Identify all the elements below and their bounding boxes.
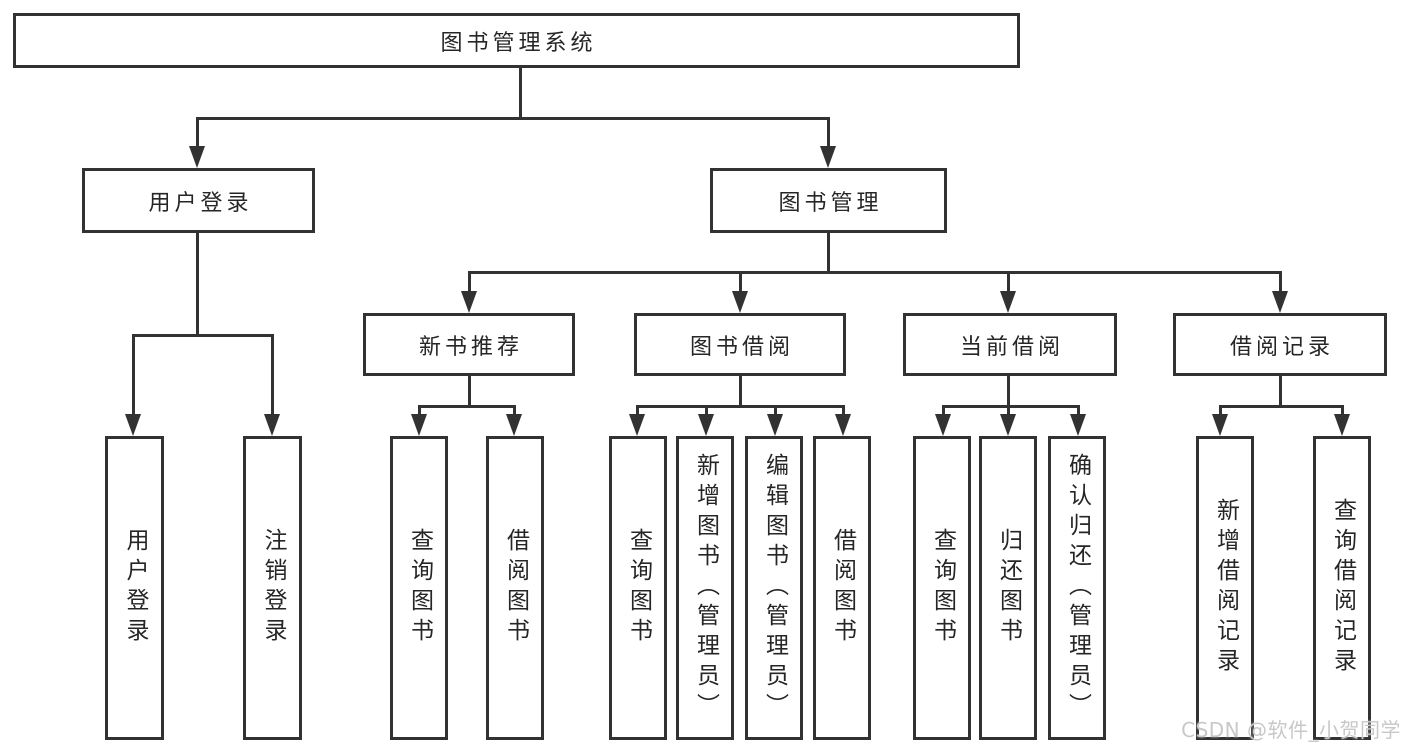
connector-user-login-arm xyxy=(196,117,199,149)
connector-leaf-arm xyxy=(132,334,135,416)
connector-book-mgmt-stem xyxy=(827,233,830,274)
connector-level3-arm xyxy=(739,271,742,295)
connector-root-hline xyxy=(196,117,830,120)
connector-user-login-hline xyxy=(132,334,274,337)
connector-leaf-arm xyxy=(1219,405,1222,418)
leaf-logout: 注销登录 xyxy=(243,436,302,740)
leaf-borrow-edit-books-admin: 编辑图书（管理员） xyxy=(745,436,803,740)
arrow-down-icon xyxy=(1070,414,1086,436)
connector-leaf-arm xyxy=(774,405,777,418)
connector-leaf-arm xyxy=(705,405,708,418)
leaf-records-query-record: 查询借阅记录 xyxy=(1313,436,1371,740)
leaf-recommend-query-books: 查询图书 xyxy=(390,436,448,740)
leaf-user-login: 用户登录 xyxy=(105,436,164,740)
connector-level3-hline xyxy=(468,271,1282,274)
connector-leaf-arm xyxy=(418,405,421,418)
arrow-down-icon xyxy=(935,414,951,436)
arrow-down-icon xyxy=(1272,291,1288,313)
connector-records-stem xyxy=(1279,376,1282,408)
connector-root-stem xyxy=(519,68,522,118)
arrow-down-icon xyxy=(461,291,477,313)
watermark: CSDN @软件_小贺同学 xyxy=(1181,718,1401,742)
node-root: 图书管理系统 xyxy=(13,13,1020,68)
connector-recommend-stem xyxy=(468,376,471,408)
arrow-down-icon xyxy=(1212,414,1228,436)
connector-leaf-arm xyxy=(636,405,639,418)
connector-leaf-arm xyxy=(942,405,945,418)
arrow-down-icon xyxy=(1000,414,1016,436)
connector-borrow-stem xyxy=(739,376,742,408)
arrow-down-icon xyxy=(820,146,836,168)
connector-level3-arm xyxy=(1007,271,1010,295)
connector-records-hline xyxy=(1219,405,1344,408)
connector-current-hline xyxy=(942,405,1080,408)
leaf-current-return-books: 归还图书 xyxy=(979,436,1037,740)
arrow-down-icon xyxy=(767,414,783,436)
connector-borrow-hline xyxy=(636,405,845,408)
leaf-borrow-borrow-books: 借阅图书 xyxy=(813,436,871,740)
arrow-down-icon xyxy=(1000,291,1016,313)
node-book-management: 图书管理 xyxy=(710,168,947,233)
node-current-borrow: 当前借阅 xyxy=(903,313,1117,376)
arrow-down-icon xyxy=(698,414,714,436)
connector-current-stem xyxy=(1007,376,1010,408)
leaf-current-query-books: 查询图书 xyxy=(913,436,971,740)
arrow-down-icon xyxy=(411,414,427,436)
node-borrow-records: 借阅记录 xyxy=(1173,313,1387,376)
connector-user-login-stem xyxy=(196,233,199,336)
arrow-down-icon xyxy=(125,414,141,436)
connector-leaf-arm xyxy=(1077,405,1080,418)
node-new-book-recommend: 新书推荐 xyxy=(363,313,575,376)
connector-leaf-arm xyxy=(842,405,845,418)
connector-book-mgmt-arm xyxy=(827,117,830,149)
connector-leaf-arm xyxy=(271,334,274,416)
arrow-down-icon xyxy=(1334,414,1350,436)
leaf-recommend-borrow-books: 借阅图书 xyxy=(486,436,544,740)
node-book-borrow: 图书借阅 xyxy=(634,313,846,376)
arrow-down-icon xyxy=(835,414,851,436)
connector-recommend-hline xyxy=(418,405,516,408)
arrow-down-icon xyxy=(506,414,522,436)
connector-leaf-arm xyxy=(1341,405,1344,418)
connector-level3-arm xyxy=(468,271,471,295)
connector-level3-arm xyxy=(1279,271,1282,295)
leaf-records-add-record: 新增借阅记录 xyxy=(1196,436,1254,740)
leaf-borrow-add-books-admin: 新增图书（管理员） xyxy=(676,436,734,740)
arrow-down-icon xyxy=(629,414,645,436)
leaf-current-confirm-return-admin: 确认归还（管理员） xyxy=(1048,436,1106,740)
node-user-login: 用户登录 xyxy=(82,168,315,233)
arrow-down-icon xyxy=(264,414,280,436)
connector-leaf-arm xyxy=(1007,405,1010,418)
arrow-down-icon xyxy=(189,146,205,168)
connector-leaf-arm xyxy=(513,405,516,418)
arrow-down-icon xyxy=(732,291,748,313)
leaf-borrow-query-books: 查询图书 xyxy=(609,436,667,740)
